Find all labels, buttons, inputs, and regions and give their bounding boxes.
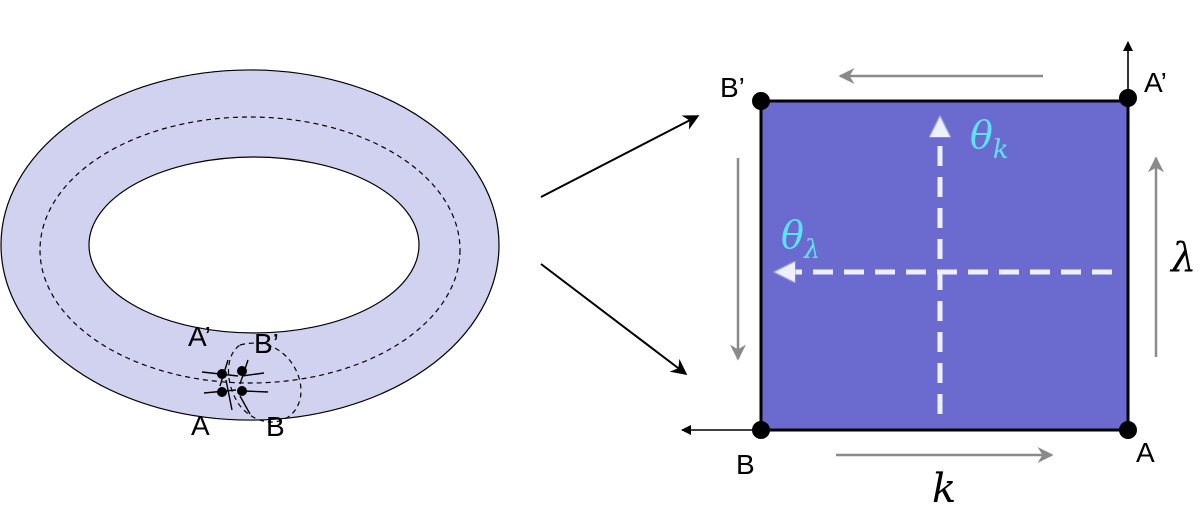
torus-dashed-loop bbox=[227, 342, 302, 423]
torus-dashed-cycle bbox=[39, 116, 461, 384]
torus-label-a-prime: A’ bbox=[188, 321, 211, 352]
torus: A’ B’ A B bbox=[0, 69, 500, 442]
square-label-b-prime: B’ bbox=[720, 72, 745, 103]
torus-label-a: A bbox=[191, 410, 210, 441]
mapping-arrow-upper bbox=[540, 115, 700, 198]
fundamental-square: B’ A’ B A θk θλ λ k bbox=[681, 41, 1196, 512]
theta-lambda-sub: λ bbox=[803, 235, 820, 265]
theta-lambda-label: θλ bbox=[781, 213, 820, 265]
torus-point-b bbox=[237, 386, 247, 396]
square-face bbox=[759, 99, 1130, 432]
square-label-a: A bbox=[1136, 437, 1155, 468]
torus-point-a bbox=[217, 387, 227, 397]
side-label-k: k bbox=[932, 466, 956, 509]
torus-cut-ticks bbox=[201, 359, 269, 415]
side-label-lambda: λ bbox=[1169, 235, 1196, 281]
corner-dot-b-prime bbox=[752, 92, 770, 110]
corner-dot-a-prime bbox=[1119, 89, 1137, 107]
square-label-b: B bbox=[736, 449, 755, 480]
square-label-a-prime: A’ bbox=[1144, 67, 1167, 98]
theta-k-label: θk bbox=[970, 113, 1009, 165]
theta-k-base: θ bbox=[970, 113, 993, 157]
corner-dot-a bbox=[1119, 421, 1137, 439]
torus-point-b-prime bbox=[237, 366, 247, 376]
corner-dot-b bbox=[752, 421, 770, 439]
torus-label-b: B bbox=[266, 411, 285, 442]
mapping-arrow-lower bbox=[540, 263, 688, 375]
torus-label-b-prime: B’ bbox=[254, 328, 279, 359]
theta-lambda-base: θ bbox=[781, 213, 804, 257]
torus-point-a-prime bbox=[217, 369, 227, 379]
theta-k-sub: k bbox=[993, 135, 1009, 165]
torus-surface bbox=[0, 69, 500, 421]
